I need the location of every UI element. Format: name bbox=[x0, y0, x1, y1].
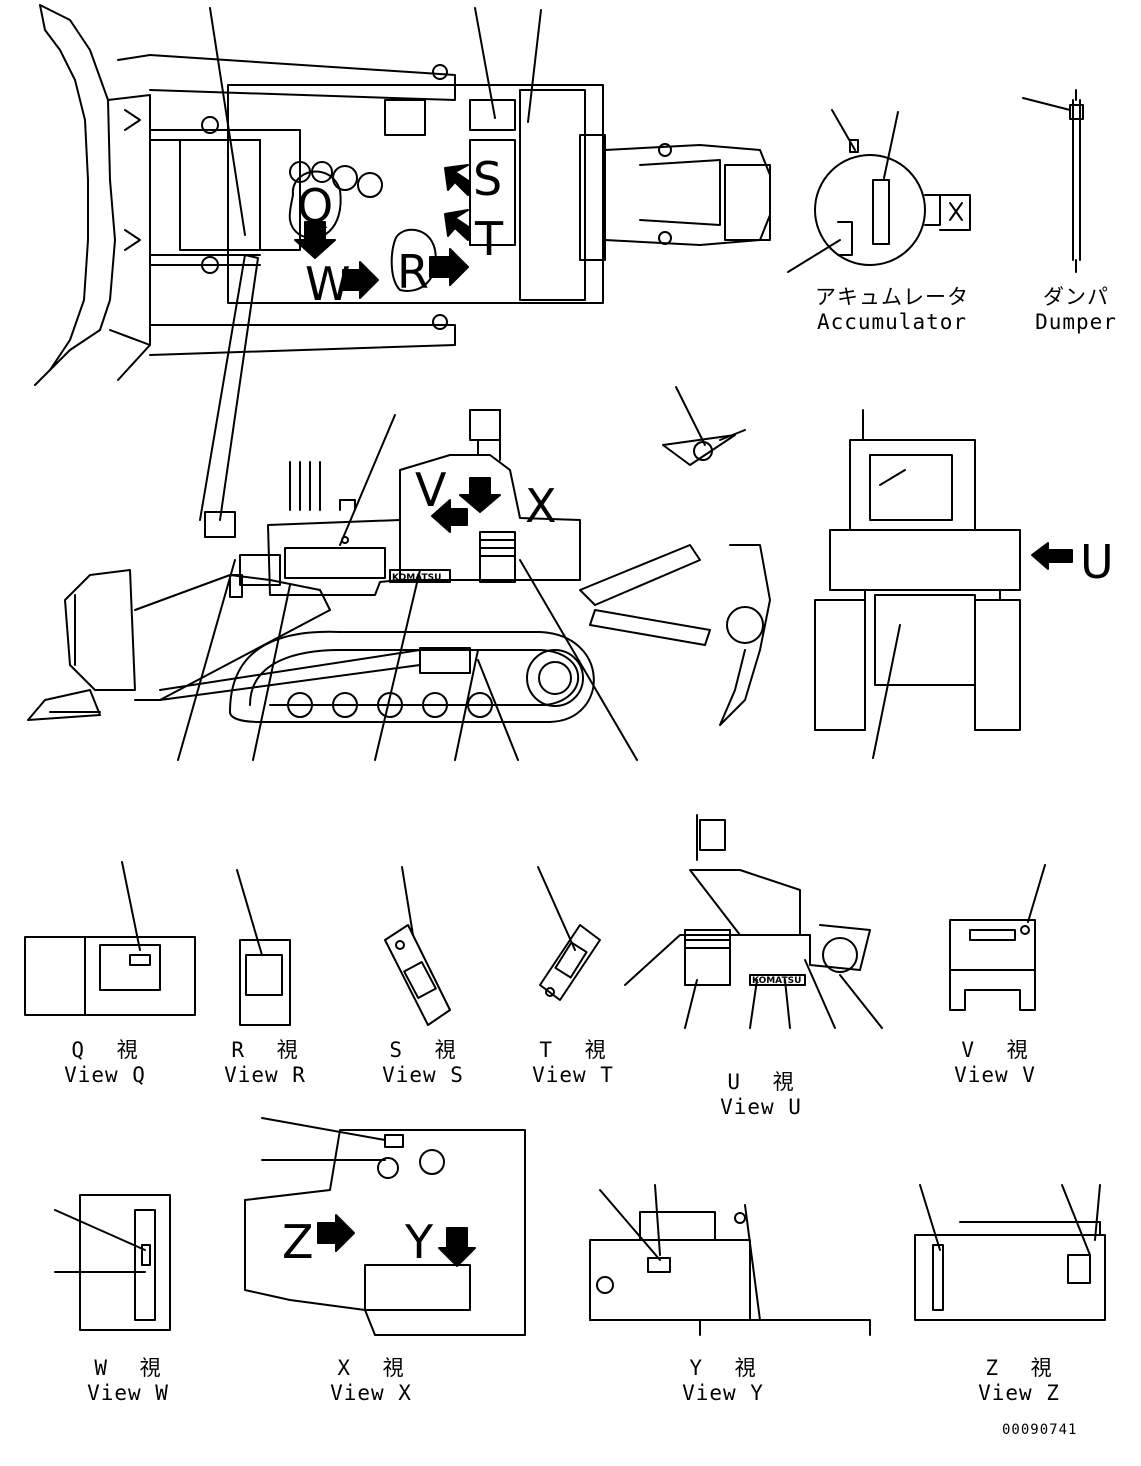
dumper-caption: ダンパ Dumper bbox=[1026, 285, 1126, 335]
dumper-label-en: Dumper bbox=[1035, 310, 1117, 334]
accumulator-label-jp: アキュムレータ bbox=[815, 285, 969, 309]
view-v-label-jp: V 視 bbox=[961, 1038, 1029, 1062]
view-y-caption: Y 視 View Y bbox=[668, 1356, 778, 1406]
view-q-detail bbox=[24, 861, 196, 1016]
callout-z: Z bbox=[282, 1215, 314, 1269]
view-q-caption: Q 視 View Q bbox=[50, 1038, 160, 1088]
view-z-caption: Z 視 View Z bbox=[964, 1356, 1074, 1406]
view-y-label-jp: Y 視 bbox=[689, 1356, 757, 1380]
view-w-label-en: View W bbox=[87, 1381, 169, 1405]
view-s-caption: S 視 View S bbox=[368, 1038, 478, 1088]
callout-r: R bbox=[397, 245, 429, 299]
view-w-label-jp: W 視 bbox=[94, 1356, 162, 1380]
view-t-label-jp: T 視 bbox=[539, 1038, 607, 1062]
view-x-caption: X 視 View X bbox=[316, 1356, 426, 1406]
callout-s: S bbox=[473, 152, 502, 206]
view-r-detail bbox=[236, 869, 291, 1026]
view-s-detail bbox=[384, 866, 451, 1026]
view-v-caption: V 視 View V bbox=[940, 1038, 1050, 1088]
callout-y: Y bbox=[404, 1215, 434, 1269]
callout-t: T bbox=[474, 212, 504, 266]
top-view-bulldozer: Q R S T W bbox=[34, 4, 771, 386]
view-z-label-en: View Z bbox=[978, 1381, 1060, 1405]
view-w-detail bbox=[54, 1194, 171, 1331]
view-z-detail bbox=[914, 1184, 1106, 1321]
view-q-label-en: View Q bbox=[64, 1063, 146, 1087]
view-v-detail bbox=[949, 864, 1046, 1011]
view-u-brand-logo: KOMATSU bbox=[752, 976, 801, 986]
accumulator-label-en: Accumulator bbox=[816, 310, 968, 334]
callout-x: X bbox=[525, 479, 557, 533]
view-y-label-en: View Y bbox=[682, 1381, 764, 1405]
view-u-detail: KOMATSU bbox=[624, 814, 883, 1029]
side-brand-logo: KOMATSU bbox=[392, 573, 441, 583]
view-x-detail: Z Y bbox=[244, 1117, 526, 1336]
view-r-caption: R 視 View R bbox=[210, 1038, 320, 1088]
view-x-label-en: View X bbox=[330, 1381, 412, 1405]
view-v-label-en: View V bbox=[954, 1063, 1036, 1087]
view-u-label-en: View U bbox=[720, 1095, 802, 1119]
side-view-bulldozer: KOMATSU V X bbox=[27, 254, 771, 761]
view-u-label-jp: U 視 bbox=[727, 1070, 795, 1094]
view-s-label-jp: S 視 bbox=[389, 1038, 457, 1062]
view-q-label-jp: Q 視 bbox=[71, 1038, 139, 1062]
view-t-detail bbox=[537, 866, 601, 1001]
warning-label-detail bbox=[662, 386, 746, 466]
dumper-label-jp: ダンパ bbox=[1043, 285, 1109, 309]
view-t-caption: T 視 View T bbox=[518, 1038, 628, 1088]
view-z-label-jp: Z 視 bbox=[985, 1356, 1053, 1380]
view-u-caption: U 視 View U bbox=[706, 1070, 816, 1120]
dumper-diagram bbox=[1022, 89, 1084, 273]
view-y-detail bbox=[589, 1184, 871, 1336]
view-r-label-en: View R bbox=[224, 1063, 306, 1087]
view-s-label-en: View S bbox=[382, 1063, 464, 1087]
callout-u: U bbox=[1080, 535, 1114, 589]
view-r-label-jp: R 視 bbox=[231, 1038, 299, 1062]
view-t-label-en: View T bbox=[532, 1063, 614, 1087]
view-x-label-jp: X 視 bbox=[337, 1356, 405, 1380]
rear-view-bulldozer: U bbox=[814, 409, 1114, 759]
accumulator-caption: アキュムレータ Accumulator bbox=[812, 285, 972, 335]
view-w-caption: W 視 View W bbox=[73, 1356, 183, 1406]
accumulator-diagram bbox=[787, 109, 971, 273]
drawing-number: 00090741 bbox=[1002, 1422, 1078, 1438]
